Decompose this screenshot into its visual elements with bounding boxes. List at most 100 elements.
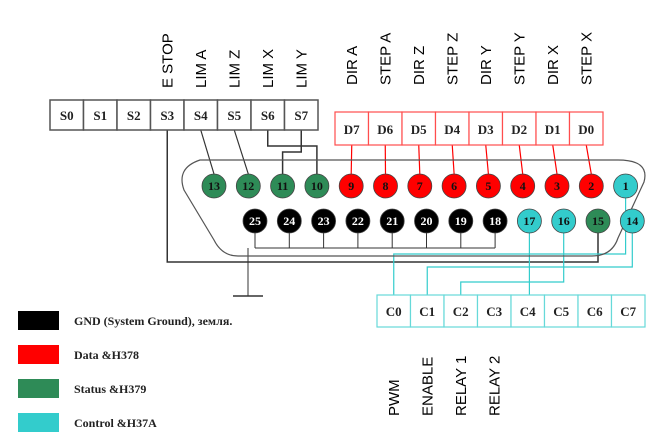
- data-box-label: D5: [411, 122, 427, 137]
- pin-number: 14: [626, 214, 638, 228]
- data-box-label: D4: [444, 122, 460, 137]
- pin-circle: [551, 208, 577, 234]
- pin-circle: [448, 208, 474, 234]
- pin-number: 10: [311, 179, 323, 193]
- status-box-label: S6: [261, 108, 275, 123]
- pin-21: 21: [379, 208, 405, 234]
- control-box-label: C4: [520, 304, 536, 319]
- data-signal-label: STEP A: [377, 33, 394, 85]
- pin-23: 23: [311, 208, 337, 234]
- pin-circle: [345, 208, 371, 234]
- pin-number: 25: [249, 214, 261, 228]
- db25-connector-shell: [181, 159, 646, 257]
- pin-number: 16: [558, 214, 570, 228]
- data-box-label: D7: [344, 122, 360, 137]
- status-box-s1: [82, 99, 118, 131]
- connector-outline: [181, 159, 646, 257]
- status-box-label: S7: [294, 108, 308, 123]
- control-box-label: C5: [553, 304, 569, 319]
- pin-1: 1: [613, 173, 638, 199]
- pin-20: 20: [414, 208, 439, 234]
- pin-19: 19: [448, 208, 474, 234]
- data-box-d3: [468, 111, 504, 146]
- pin-number: 17: [523, 214, 535, 228]
- control-signal-label: RELAY 2: [486, 356, 503, 416]
- data-signal-label: DIR Z: [411, 46, 428, 85]
- status-box-label: S0: [60, 108, 74, 123]
- pin-7: 7: [407, 173, 433, 199]
- legend-swatch-status: [18, 379, 59, 398]
- control-signal-label: ENABLE: [419, 357, 436, 416]
- status-signal-label: E STOP: [159, 33, 176, 88]
- data-signal-label: STEP Y: [511, 32, 528, 85]
- status-signal-label: LIM X: [260, 49, 277, 88]
- pin-circle: [475, 173, 501, 199]
- data-signal-label: STEP X: [578, 32, 595, 85]
- control-box-c6: [577, 294, 613, 328]
- pin-25: 25: [242, 208, 268, 234]
- pin-12: 12: [235, 173, 261, 199]
- data-box-label: D3: [478, 122, 494, 137]
- pin-number: 7: [417, 179, 423, 193]
- status-box-label: S1: [93, 108, 107, 123]
- pin-number: 19: [455, 214, 467, 228]
- legend-label-gnd: GND (System Ground), земля.: [74, 314, 232, 328]
- status-box-label: S3: [160, 108, 174, 123]
- status-box-label: S5: [227, 108, 241, 123]
- control-box-c1: [409, 294, 445, 328]
- control-box-label: C6: [587, 304, 603, 319]
- pin-14: 14: [619, 208, 645, 234]
- control-signal-label: PWM: [386, 379, 403, 416]
- status-wire: [233, 129, 249, 175]
- legend-swatch-control: [18, 413, 59, 432]
- pin-number: 6: [451, 179, 457, 193]
- pin-circle: [517, 208, 542, 234]
- pin-number: 24: [283, 214, 295, 228]
- data-signal-label: STEP Z: [444, 33, 461, 85]
- status-signal-label: LIM Z: [226, 50, 243, 88]
- data-signal-label: DIR Y: [478, 45, 495, 85]
- pin-17: 17: [517, 208, 542, 234]
- pin-circle: [613, 173, 638, 199]
- pin-number: 20: [421, 214, 433, 228]
- data-box-label: D0: [578, 122, 594, 137]
- status-wire: [200, 129, 215, 175]
- pin-circle: [407, 173, 433, 199]
- data-box-label: D1: [545, 122, 561, 137]
- pin-11: 11: [270, 173, 296, 199]
- legend-label-control: Control &H37A: [74, 416, 157, 430]
- pin-circle: [338, 173, 364, 199]
- pin-number: 23: [318, 214, 330, 228]
- legend: GND (System Ground), земля. Data &H378Sta…: [18, 311, 232, 432]
- legend-swatch-gnd: [18, 311, 59, 330]
- pin-circle: [242, 208, 268, 234]
- status-box-s5: [216, 99, 252, 131]
- control-wire-relay1: [460, 233, 565, 295]
- status-box-s4: [183, 99, 219, 131]
- legend-label-data: Data &H378: [74, 348, 139, 362]
- status-box-label: S2: [127, 108, 141, 123]
- pin-number: 8: [383, 179, 389, 193]
- status-box-s3: [149, 99, 185, 131]
- pin-circle: [276, 208, 302, 234]
- pin-circle: [270, 173, 296, 199]
- control-box-c7: [610, 294, 646, 328]
- pin-number: 11: [277, 179, 288, 193]
- pin-5: 5: [475, 173, 501, 199]
- pin-22: 22: [345, 208, 371, 234]
- data-box-d1: [535, 111, 571, 146]
- pin-number: 4: [520, 179, 526, 193]
- status-wire-estop: [166, 130, 599, 263]
- legend-label-status: Status &H379: [74, 382, 146, 396]
- pin-circle: [379, 208, 405, 234]
- status-box-s6: [250, 99, 286, 131]
- pin-number: 1: [623, 179, 629, 193]
- data-box-label: D6: [377, 122, 393, 137]
- pin-circle: [510, 173, 536, 199]
- pin-2: 2: [578, 173, 604, 199]
- pin-6: 6: [441, 173, 467, 199]
- status-signal-label: LIM A: [193, 50, 210, 88]
- pin-24: 24: [276, 208, 302, 234]
